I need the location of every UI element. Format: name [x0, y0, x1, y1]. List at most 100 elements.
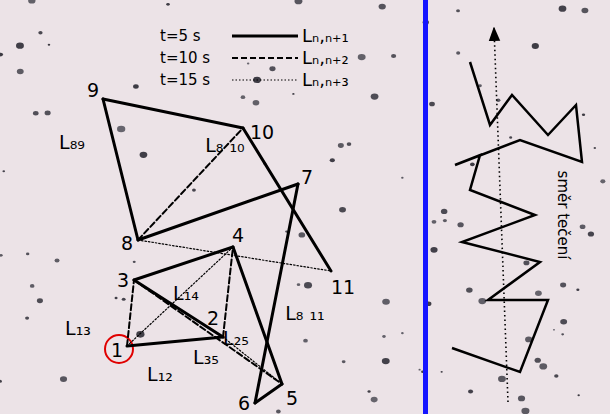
- particle-speck: [276, 410, 281, 414]
- particle-speck: [0, 254, 3, 257]
- particle-speck: [342, 360, 346, 363]
- particle-speck: [371, 93, 379, 99]
- particle-speck: [379, 4, 386, 10]
- particle-speck: [55, 259, 60, 263]
- particle-speck: [339, 207, 346, 212]
- particle-speck: [117, 126, 125, 133]
- displacement-line: [127, 247, 233, 346]
- particle-speck: [466, 287, 473, 292]
- particle-speck: [498, 376, 506, 382]
- point-number: 2: [207, 307, 219, 329]
- point-number: 4: [232, 224, 244, 246]
- particle-speck: [560, 319, 567, 325]
- divider-bar: [423, 0, 428, 414]
- flow-arrow: [494, 28, 508, 402]
- legend-line-sample: [232, 57, 298, 59]
- legend-line-sample: [232, 79, 298, 80]
- legend-text: t=5 s: [160, 28, 201, 45]
- particle-speck: [0, 380, 2, 383]
- particle-speck: [456, 51, 460, 54]
- displacement-line: [134, 247, 233, 280]
- flow-direction-label: směr tečení: [555, 171, 572, 260]
- particle-speck: [470, 162, 475, 166]
- particle-speck: [582, 113, 585, 116]
- legend-label: Lₙ,ₙ₊₂: [302, 48, 349, 68]
- particle-speck: [576, 288, 579, 290]
- particle-speck: [443, 219, 447, 222]
- particle-speck: [16, 43, 24, 49]
- displacement-line: [134, 280, 223, 337]
- particle-speck: [532, 43, 539, 49]
- particle-speck: [26, 253, 29, 256]
- particle-speck: [367, 390, 370, 393]
- point-label: 3: [117, 270, 129, 291]
- particle-speck: [456, 9, 460, 12]
- point-label: 11: [331, 277, 355, 298]
- particle-speck: [269, 66, 275, 71]
- displacement-line: [134, 280, 282, 384]
- legend-line-sample: [232, 35, 298, 38]
- particle-speck: [588, 231, 594, 236]
- particle-speck: [33, 111, 39, 115]
- particle-speck: [382, 358, 390, 364]
- point-number: 8: [121, 232, 133, 254]
- edge-label: L₂₅: [223, 328, 249, 349]
- particle-speck: [38, 31, 42, 34]
- particle-speck: [45, 110, 51, 115]
- particle-speck: [539, 363, 547, 369]
- particle-speck: [60, 376, 67, 382]
- particle-speck: [299, 232, 306, 237]
- point-label: 1: [111, 340, 123, 361]
- particle-speck: [303, 339, 308, 343]
- particle-speck: [535, 291, 542, 296]
- displacement-line: [127, 337, 223, 346]
- particle-speck: [554, 374, 558, 378]
- particle-speck: [430, 247, 437, 253]
- trajectory-zigzag: [452, 62, 582, 372]
- point-label: 7: [301, 167, 313, 188]
- particle-speck: [577, 394, 579, 396]
- displacement-line: [233, 247, 282, 384]
- particle-speck: [48, 44, 51, 46]
- point-label: 6: [238, 393, 250, 414]
- particle-speck: [521, 408, 529, 414]
- particle-speck: [25, 316, 29, 319]
- particle-speck: [429, 102, 435, 107]
- particle-speck: [561, 333, 564, 335]
- displacement-line: [138, 184, 298, 240]
- particle-speck: [253, 100, 260, 105]
- displacement-line: [103, 99, 138, 240]
- point-number: 9: [87, 79, 99, 101]
- particle-speck: [133, 84, 139, 88]
- point-label: 2: [207, 308, 219, 329]
- point-label: 9: [87, 80, 99, 101]
- particle-speck: [382, 299, 390, 305]
- particle-speck: [441, 209, 447, 214]
- particle-speck: [0, 53, 3, 57]
- point-number: 3: [117, 269, 129, 291]
- particle-speck: [371, 397, 378, 403]
- point-label: 5: [286, 388, 298, 409]
- particle-speck: [441, 371, 443, 373]
- particle-speck: [391, 54, 396, 58]
- highlight-circle: [105, 335, 133, 363]
- legend-text: t=15 s: [160, 72, 210, 89]
- particle-speck: [535, 358, 541, 363]
- particle-speck: [37, 298, 43, 303]
- particle-speck: [304, 282, 312, 288]
- particle-speck: [358, 54, 366, 60]
- displacement-line: [243, 128, 331, 271]
- particle-speck: [600, 179, 605, 183]
- point-number: 7: [301, 166, 313, 188]
- edge-label: L₃₅: [193, 347, 219, 368]
- particle-speck: [509, 136, 512, 138]
- particle-speck: [338, 143, 344, 148]
- particle-speck: [133, 261, 136, 263]
- particle-speck: [347, 142, 352, 146]
- particle-speck: [115, 297, 118, 299]
- displacement-line: [103, 99, 243, 128]
- point-label: 4: [232, 225, 244, 246]
- particle-speck: [518, 396, 525, 402]
